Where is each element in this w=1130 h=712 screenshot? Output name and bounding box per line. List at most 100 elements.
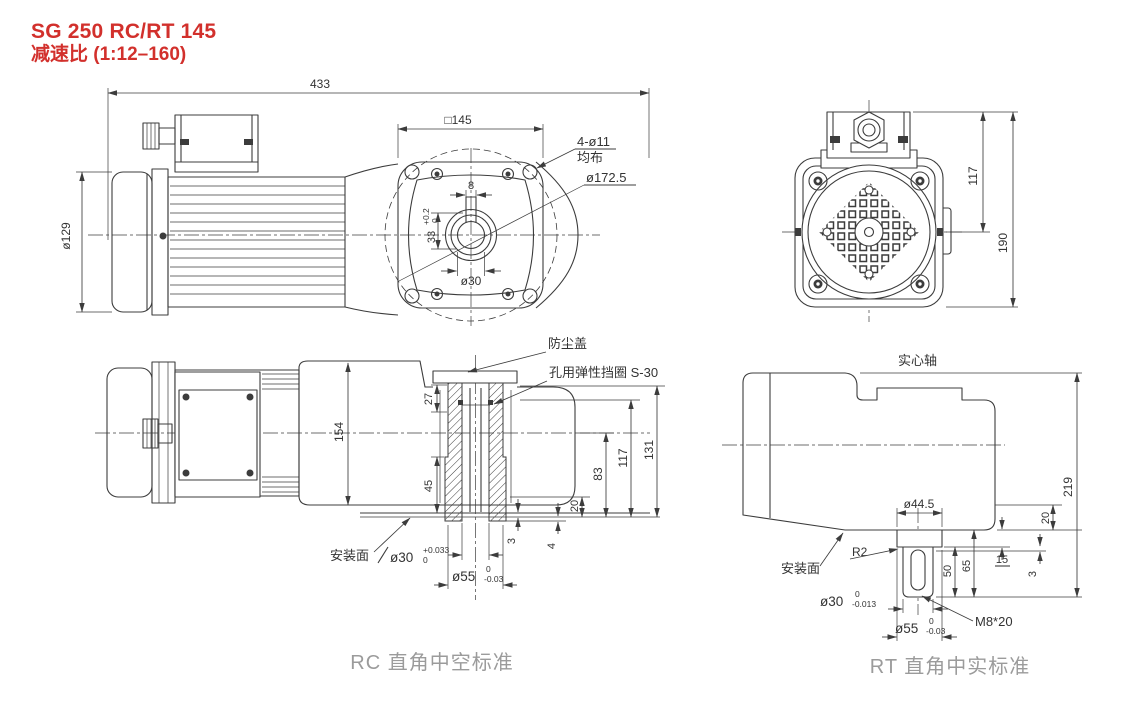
fan-shroud	[801, 164, 937, 300]
dim-text-433: 433	[310, 77, 330, 91]
model-number: SG 250 RC/RT 145	[31, 20, 217, 43]
dim-right-chain: 3 4 20 83 117 131	[506, 385, 665, 549]
tol-lower: -0.03	[926, 626, 946, 636]
center-lines	[88, 148, 600, 326]
reduction-ratio: 减速比 (1:12–160)	[31, 44, 187, 66]
dim-text-3: 3	[506, 538, 518, 544]
label-4-d11: 4-ø11	[577, 134, 610, 149]
dim-flange-square: □145	[397, 113, 544, 158]
dim-rear-190: 190	[946, 111, 1018, 308]
dim-27: 27	[423, 384, 447, 413]
dim-text-8: 8	[468, 180, 474, 192]
drawing-title: SG 250 RC/RT 145 减速比 (1:12–160)	[31, 20, 216, 66]
dim-text-4: 4	[546, 543, 558, 549]
side-tab	[943, 207, 952, 255]
cover-screws	[430, 167, 515, 301]
dim-overall-length: 433	[107, 77, 650, 240]
view-rc-section: 27 45 154 3 4	[95, 336, 665, 600]
output-flange-face	[384, 148, 558, 322]
dim-text-3: 3	[1027, 571, 1039, 577]
dim-text-20: 20	[1040, 512, 1052, 524]
dim-text-33: 33	[426, 231, 438, 243]
label-dust-cover: 防尘盖	[467, 336, 587, 373]
dim-text-hub55: ø55	[895, 621, 918, 636]
cable-gland-rear	[850, 111, 888, 153]
dim-text-bore30: ø30	[390, 550, 413, 565]
dim-rear-117: 117	[913, 111, 1018, 233]
dust-cover-text: 防尘盖	[548, 336, 587, 351]
bolt-circle-dashed	[384, 148, 558, 322]
dim-text-83: 83	[591, 467, 605, 481]
dim-text-219: 219	[1061, 477, 1075, 497]
dim-keyway-height: 33 +0.2 0	[421, 208, 463, 250]
dim-text-44-5: ø44.5	[904, 497, 935, 511]
tol-upper: 0	[855, 589, 860, 599]
caption-rc: RC 直角中空标准	[350, 652, 514, 674]
flange-bolts	[795, 171, 943, 294]
hollow-shaft-section	[432, 370, 518, 522]
dim-text-50: 50	[942, 565, 954, 577]
hub-flange	[896, 529, 943, 548]
label-circlip: 孔用弹性挡圈 S-30	[493, 365, 658, 405]
label-bolt-circle: ø172.5	[398, 170, 636, 282]
tol-lower: -0.03	[484, 574, 504, 584]
label-mounting-holes: 4-ø11 均布	[536, 134, 616, 169]
drain-plug-dot	[159, 232, 167, 240]
label-fillet-r2: R2	[849, 545, 899, 560]
tol-lower: 0	[430, 218, 440, 223]
view-side-rc: 433 ø129 □145 8	[59, 77, 650, 326]
tol-upper: +0.2	[421, 208, 431, 225]
dim-text-154: 154	[332, 422, 346, 442]
cable-gland-side	[142, 122, 176, 150]
dim-motor-diameter: ø129	[59, 171, 112, 313]
dim-shaft-tol-rt: ø30 0 -0.013	[820, 589, 948, 613]
dim-154: 154	[332, 362, 351, 506]
view-rt: 219 20 3 15 65 50 ø44.5	[722, 353, 1082, 641]
label-evenly-spaced: 均布	[577, 150, 603, 165]
dim-hub-top-445: ø44.5	[896, 497, 943, 527]
dim-45: 45	[423, 456, 444, 514]
dim-text-shaft30: ø30	[820, 594, 843, 609]
dim-text-30: ø30	[461, 274, 482, 288]
solid-shaft-rt	[896, 529, 943, 598]
dim-text-27: 27	[423, 393, 435, 405]
dim-text-190: 190	[996, 233, 1010, 253]
gearbox-input-housing	[344, 161, 579, 316]
dim-text-145: □145	[444, 113, 472, 127]
tol-upper: 0	[486, 564, 491, 574]
dim-bore-tol-rc: ø30 +0.033 0	[377, 523, 503, 565]
dim-text-15: 15	[996, 554, 1008, 566]
mount-face-text: 安装面	[781, 561, 820, 576]
terminal-box-side	[174, 114, 259, 173]
caption-rt: RT 直角中实标准	[869, 656, 1031, 678]
tol-lower: -0.013	[852, 599, 876, 609]
m8-text: M8*20	[975, 614, 1013, 629]
dim-bore-30: ø30	[441, 252, 501, 288]
dim-text-172-5: ø172.5	[586, 170, 626, 185]
view-rear: 117 190	[782, 100, 1018, 322]
dim-rt-chain: 219 20 3 15 65 50	[860, 372, 1082, 598]
label-mount-face-rt: 安装面	[781, 532, 844, 576]
terminal-box-rear	[820, 111, 918, 169]
circlip-mark	[458, 400, 463, 405]
terminal-box-top	[174, 371, 261, 498]
solid-shaft-text: 实心轴	[898, 353, 937, 368]
dim-hub-tol-rt: ø55 0 -0.03	[882, 550, 957, 641]
motor-body-side	[111, 168, 346, 316]
tol-upper: 0	[929, 616, 934, 626]
dim-text-117: 117	[616, 448, 630, 467]
label-tapped-hole: M8*20	[921, 595, 1013, 629]
keyway-slot	[910, 549, 926, 591]
mount-face-text: 安装面	[330, 548, 369, 563]
dim-keyway-width: 8	[450, 180, 492, 203]
label-mount-face-rc: 安装面	[330, 517, 411, 563]
tol-upper: +0.033	[423, 545, 450, 555]
dim-text-20: 20	[569, 500, 581, 512]
gearbox-housing-rt	[742, 372, 996, 531]
dim-text-129: ø129	[59, 222, 73, 250]
tol-lower: 0	[423, 555, 428, 565]
dust-cover	[432, 370, 518, 384]
circlip-mark	[488, 400, 493, 405]
